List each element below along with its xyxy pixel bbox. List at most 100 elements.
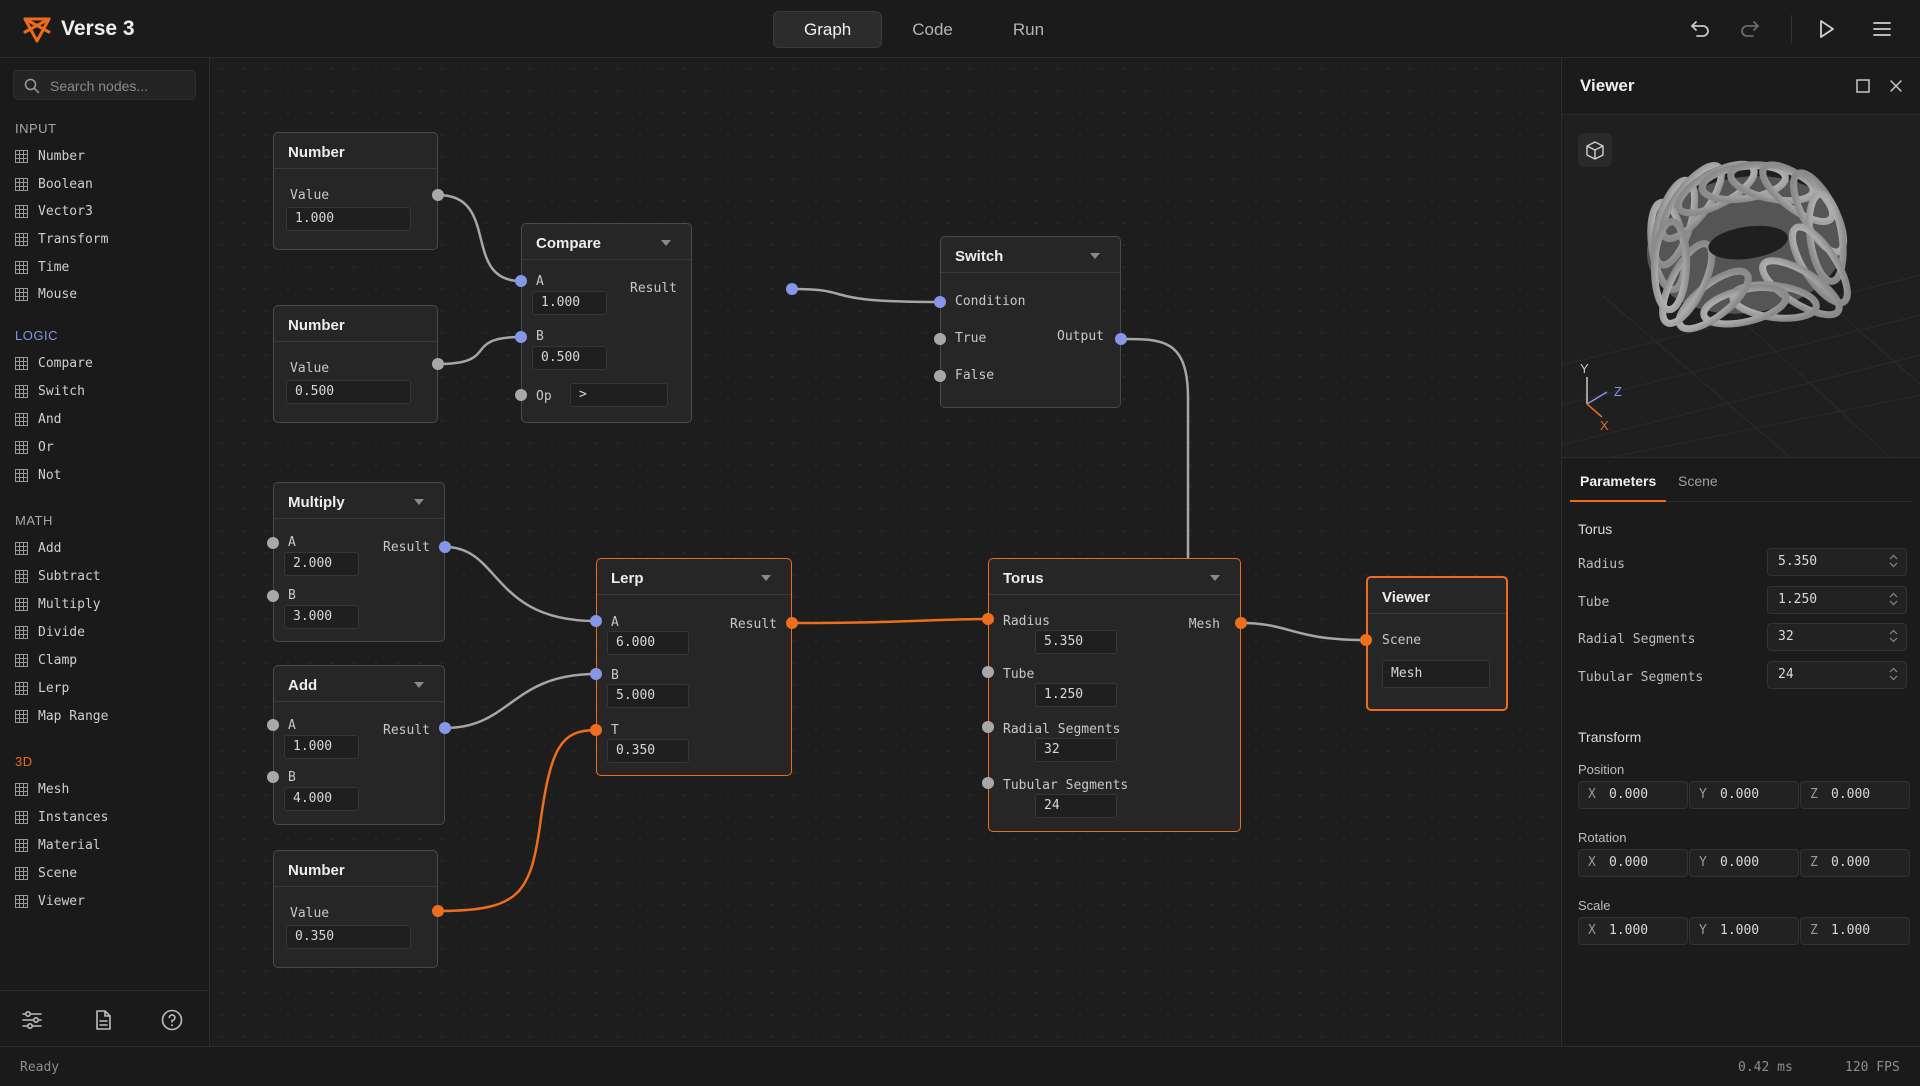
port-compare-a-in[interactable] <box>515 275 527 287</box>
library-item-material[interactable]: Material <box>15 835 195 857</box>
node-header[interactable]: Add <box>274 666 444 702</box>
input-b-field[interactable]: 4.000 <box>284 787 359 811</box>
library-item-subtract[interactable]: Subtract <box>15 566 195 588</box>
library-item-add[interactable]: Add <box>15 538 195 560</box>
node-number-3[interactable]: Number Value 0.350 <box>273 850 438 968</box>
node-lerp[interactable]: Lerp A 6.000 B 5.000 T 0.350 Result <box>596 558 792 776</box>
node-header[interactable]: Number <box>274 133 437 169</box>
library-item-viewer[interactable]: Viewer <box>15 891 195 913</box>
library-item-transform[interactable]: Transform <box>15 229 195 251</box>
value-field[interactable]: 0.500 <box>286 380 411 404</box>
port-multiply-b-in[interactable] <box>267 590 279 602</box>
node-header[interactable]: Number <box>274 306 437 342</box>
node-switch[interactable]: Switch Condition True False Output <box>940 236 1121 408</box>
library-item-multiply[interactable]: Multiply <box>15 594 195 616</box>
library-item-mesh[interactable]: Mesh <box>15 779 195 801</box>
node-header[interactable]: Lerp <box>597 559 791 595</box>
library-item-vector3[interactable]: Vector3 <box>15 201 195 223</box>
library-item-map-range[interactable]: Map Range <box>15 706 195 728</box>
node-number-1[interactable]: Number Value 1.000 <box>273 132 438 250</box>
port-compare-result-out[interactable] <box>786 283 798 295</box>
port-add-b-in[interactable] <box>267 771 279 783</box>
input-b-field[interactable]: 0.500 <box>532 346 607 370</box>
node-header[interactable]: Multiply <box>274 483 444 519</box>
input-a-field[interactable]: 1.000 <box>284 735 359 759</box>
stepper-icon[interactable] <box>1889 592 1898 606</box>
port-number1-value-out[interactable] <box>432 189 444 201</box>
input-a-field[interactable]: 6.000 <box>607 631 689 655</box>
port-lerp-result-out[interactable] <box>786 617 798 629</box>
node-header[interactable]: Torus <box>989 559 1240 595</box>
node-torus[interactable]: Torus Radius 5.350 Tube 1.250 Radial Seg… <box>988 558 1241 832</box>
search-input[interactable] <box>50 76 190 95</box>
port-lerp-t-in[interactable] <box>590 724 602 736</box>
port-torus-tubular-in[interactable] <box>982 777 994 789</box>
port-viewer-scene-in[interactable] <box>1360 634 1372 646</box>
op-field[interactable]: > <box>570 383 668 407</box>
library-item-switch[interactable]: Switch <box>15 381 195 403</box>
undo-icon[interactable] <box>1688 17 1712 41</box>
port-multiply-result-out[interactable] <box>439 541 451 553</box>
chevron-down-icon[interactable] <box>414 499 424 505</box>
port-switch-true-in[interactable] <box>934 333 946 345</box>
chevron-down-icon[interactable] <box>414 682 424 688</box>
redo-icon[interactable] <box>1738 17 1762 41</box>
stepper-icon[interactable] <box>1889 554 1898 568</box>
library-item-not[interactable]: Not <box>15 465 195 487</box>
library-item-instances[interactable]: Instances <box>15 807 195 829</box>
value-field[interactable]: 0.350 <box>286 925 411 949</box>
tab-code[interactable]: Code <box>912 20 953 39</box>
menu-icon[interactable] <box>1870 17 1894 41</box>
3d-viewport[interactable]: Y Z X <box>1562 114 1920 458</box>
chevron-down-icon[interactable] <box>1090 253 1100 259</box>
node-header[interactable]: Switch <box>941 237 1120 273</box>
chevron-down-icon[interactable] <box>1210 575 1220 581</box>
port-torus-mesh-out[interactable] <box>1235 617 1247 629</box>
library-item-number[interactable]: Number <box>15 146 195 168</box>
input-t-field[interactable]: 0.350 <box>607 739 689 763</box>
sliders-icon[interactable] <box>20 1008 44 1032</box>
tab-run[interactable]: Run <box>1012 20 1045 39</box>
port-compare-b-in[interactable] <box>515 331 527 343</box>
library-item-compare[interactable]: Compare <box>15 353 195 375</box>
port-compare-op-in[interactable] <box>515 389 527 401</box>
node-header[interactable]: Number <box>274 851 437 887</box>
input-radial-segments-field[interactable]: 32 <box>1035 738 1117 762</box>
input-tubular-segments-field[interactable]: 24 <box>1035 794 1117 818</box>
input-b-field[interactable]: 5.000 <box>607 684 689 708</box>
node-compare[interactable]: Compare A 1.000 B 0.500 Op > Result <box>521 223 692 423</box>
close-icon[interactable] <box>1888 78 1904 94</box>
chevron-down-icon[interactable] <box>661 240 671 246</box>
node-header[interactable]: Compare <box>522 224 691 260</box>
library-item-divide[interactable]: Divide <box>15 622 195 644</box>
help-icon[interactable] <box>160 1008 184 1032</box>
library-item-and[interactable]: And <box>15 409 195 431</box>
play-icon[interactable] <box>1814 17 1838 41</box>
node-viewer[interactable]: Viewer Scene Mesh <box>1366 576 1508 711</box>
stepper-icon[interactable] <box>1889 629 1898 643</box>
node-multiply[interactable]: Multiply A 2.000 B 3.000 Result <box>273 482 445 642</box>
input-a-field[interactable]: 1.000 <box>532 291 607 315</box>
maximize-icon[interactable] <box>1855 78 1871 94</box>
library-item-boolean[interactable]: Boolean <box>15 174 195 196</box>
node-graph-canvas[interactable]: Number Value 1.000 Number Value 0.500 Co… <box>211 58 1561 1046</box>
port-torus-tube-in[interactable] <box>982 666 994 678</box>
port-switch-output-out[interactable] <box>1115 333 1127 345</box>
input-tube-field[interactable]: 1.250 <box>1035 683 1117 707</box>
library-item-clamp[interactable]: Clamp <box>15 650 195 672</box>
port-switch-condition-in[interactable] <box>934 296 946 308</box>
port-number2-value-out[interactable] <box>432 358 444 370</box>
port-lerp-b-in[interactable] <box>590 668 602 680</box>
document-icon[interactable] <box>91 1008 115 1032</box>
tab-graph[interactable]: Graph <box>773 11 883 48</box>
port-torus-radius-in[interactable] <box>982 613 994 625</box>
port-add-a-in[interactable] <box>267 719 279 731</box>
port-add-result-out[interactable] <box>439 722 451 734</box>
